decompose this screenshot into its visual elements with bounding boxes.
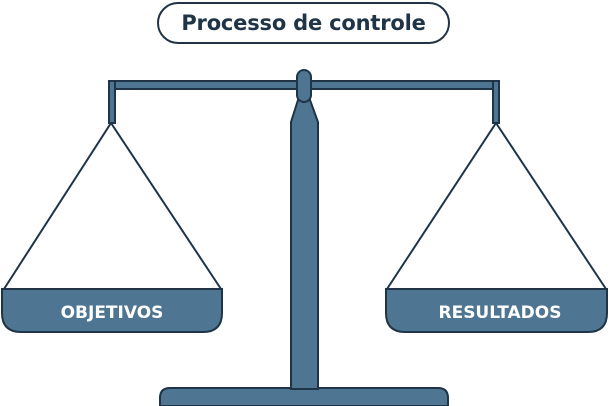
right-pan-bowl xyxy=(385,288,608,333)
right-string-outer xyxy=(495,122,607,290)
diagram-title: Processo de controle xyxy=(157,2,450,44)
left-pan-label: OBJETIVOS xyxy=(61,303,164,323)
right-pan: RESULTADOS xyxy=(385,288,608,333)
right-pan-label: RESULTADOS xyxy=(438,303,561,323)
right-beam-post xyxy=(492,80,500,124)
left-string-inner xyxy=(110,122,222,290)
right-string-inner xyxy=(386,122,497,290)
left-string-outer xyxy=(3,122,112,290)
left-pan: OBJETIVOS xyxy=(1,288,223,333)
scale-column xyxy=(290,99,319,390)
left-beam-post xyxy=(108,80,116,124)
scale-base xyxy=(159,387,449,406)
left-pan-bowl xyxy=(1,288,223,333)
scale-pivot-knob xyxy=(296,69,312,103)
